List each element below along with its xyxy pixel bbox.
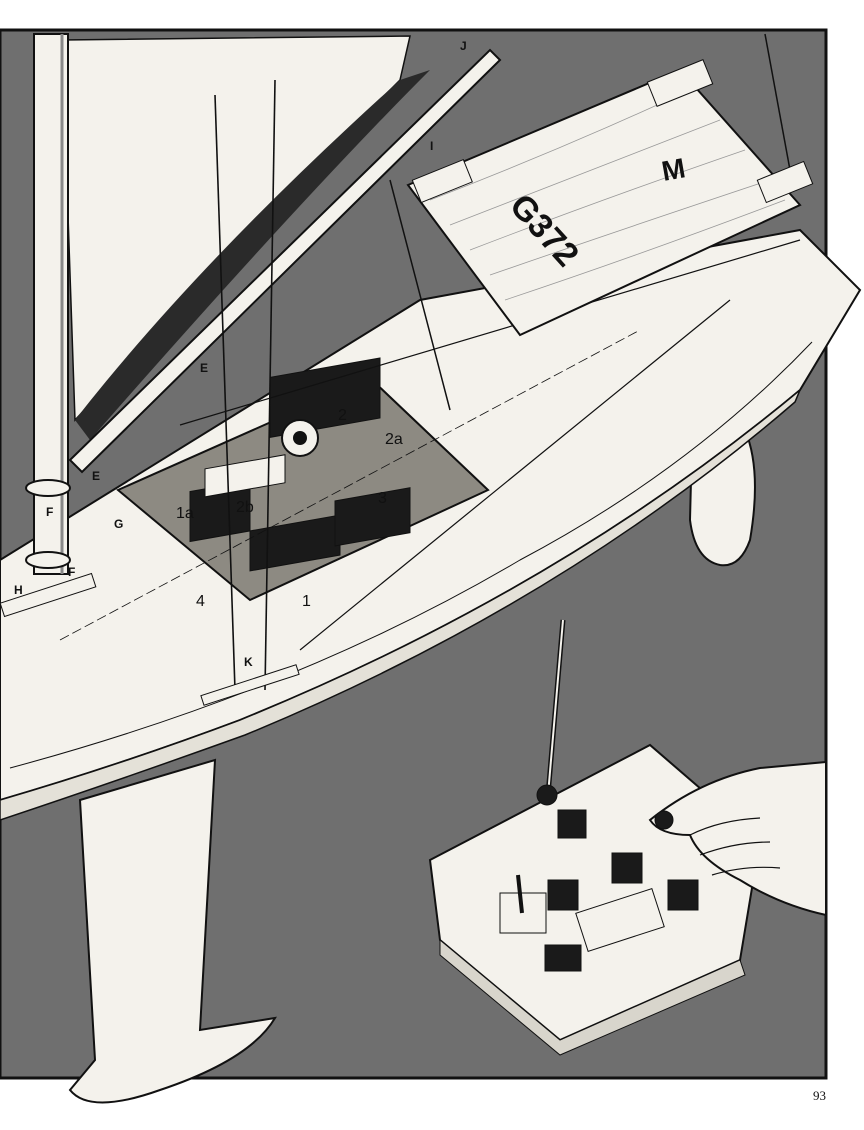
callout-k: K bbox=[244, 655, 253, 669]
antenna-base bbox=[536, 784, 558, 806]
trim-wheel-3 bbox=[611, 852, 643, 884]
shroud-right bbox=[264, 79, 276, 691]
chainplate-h bbox=[0, 572, 97, 618]
chainplate-k bbox=[200, 664, 300, 706]
deck-line bbox=[299, 299, 731, 651]
trim-wheel-2 bbox=[544, 944, 582, 972]
jib-sheet bbox=[389, 179, 451, 411]
receiver-block bbox=[204, 454, 286, 498]
callout-2b: 2b bbox=[236, 499, 254, 516]
left-stick bbox=[516, 874, 524, 914]
callout-1: 1 bbox=[302, 593, 311, 610]
display-window bbox=[575, 887, 665, 953]
mast-collar bbox=[25, 479, 71, 497]
callout-h: H bbox=[14, 583, 23, 597]
hull-side bbox=[0, 389, 801, 821]
hand bbox=[648, 760, 827, 917]
jib-boom bbox=[68, 48, 502, 474]
left-stick-gimbal bbox=[499, 892, 547, 934]
main-sheet bbox=[179, 239, 801, 426]
trim-wheel-1 bbox=[547, 879, 579, 911]
callout-e-lower: E bbox=[92, 469, 100, 483]
deck-edge-line bbox=[9, 341, 813, 769]
callout-e-upper: E bbox=[200, 361, 208, 375]
callout-f-lower: F bbox=[68, 565, 75, 579]
class-mark: M bbox=[659, 152, 687, 187]
keel bbox=[68, 758, 277, 1104]
mainsail-panel bbox=[406, 68, 802, 337]
callout-1a: 1a bbox=[176, 505, 194, 522]
callout-f-upper: F bbox=[46, 505, 53, 519]
callout-2a: 2a bbox=[385, 431, 403, 448]
jib-shadow bbox=[75, 70, 430, 440]
page-number: 93 bbox=[813, 1088, 826, 1103]
callout-2: 2 bbox=[338, 407, 347, 424]
transmitter-front bbox=[439, 938, 746, 1056]
trim-wheel-4 bbox=[667, 879, 699, 911]
center-switch bbox=[557, 809, 587, 839]
callout-3: 3 bbox=[378, 490, 387, 507]
shroud-left bbox=[214, 94, 236, 691]
right-stick-knob bbox=[654, 810, 674, 830]
callout-j: J bbox=[460, 39, 467, 53]
backstay bbox=[764, 33, 791, 171]
callout-4: 4 bbox=[196, 593, 205, 610]
callout-i: I bbox=[430, 139, 433, 153]
callout-g: G bbox=[114, 517, 123, 531]
servo-3 bbox=[334, 487, 411, 547]
